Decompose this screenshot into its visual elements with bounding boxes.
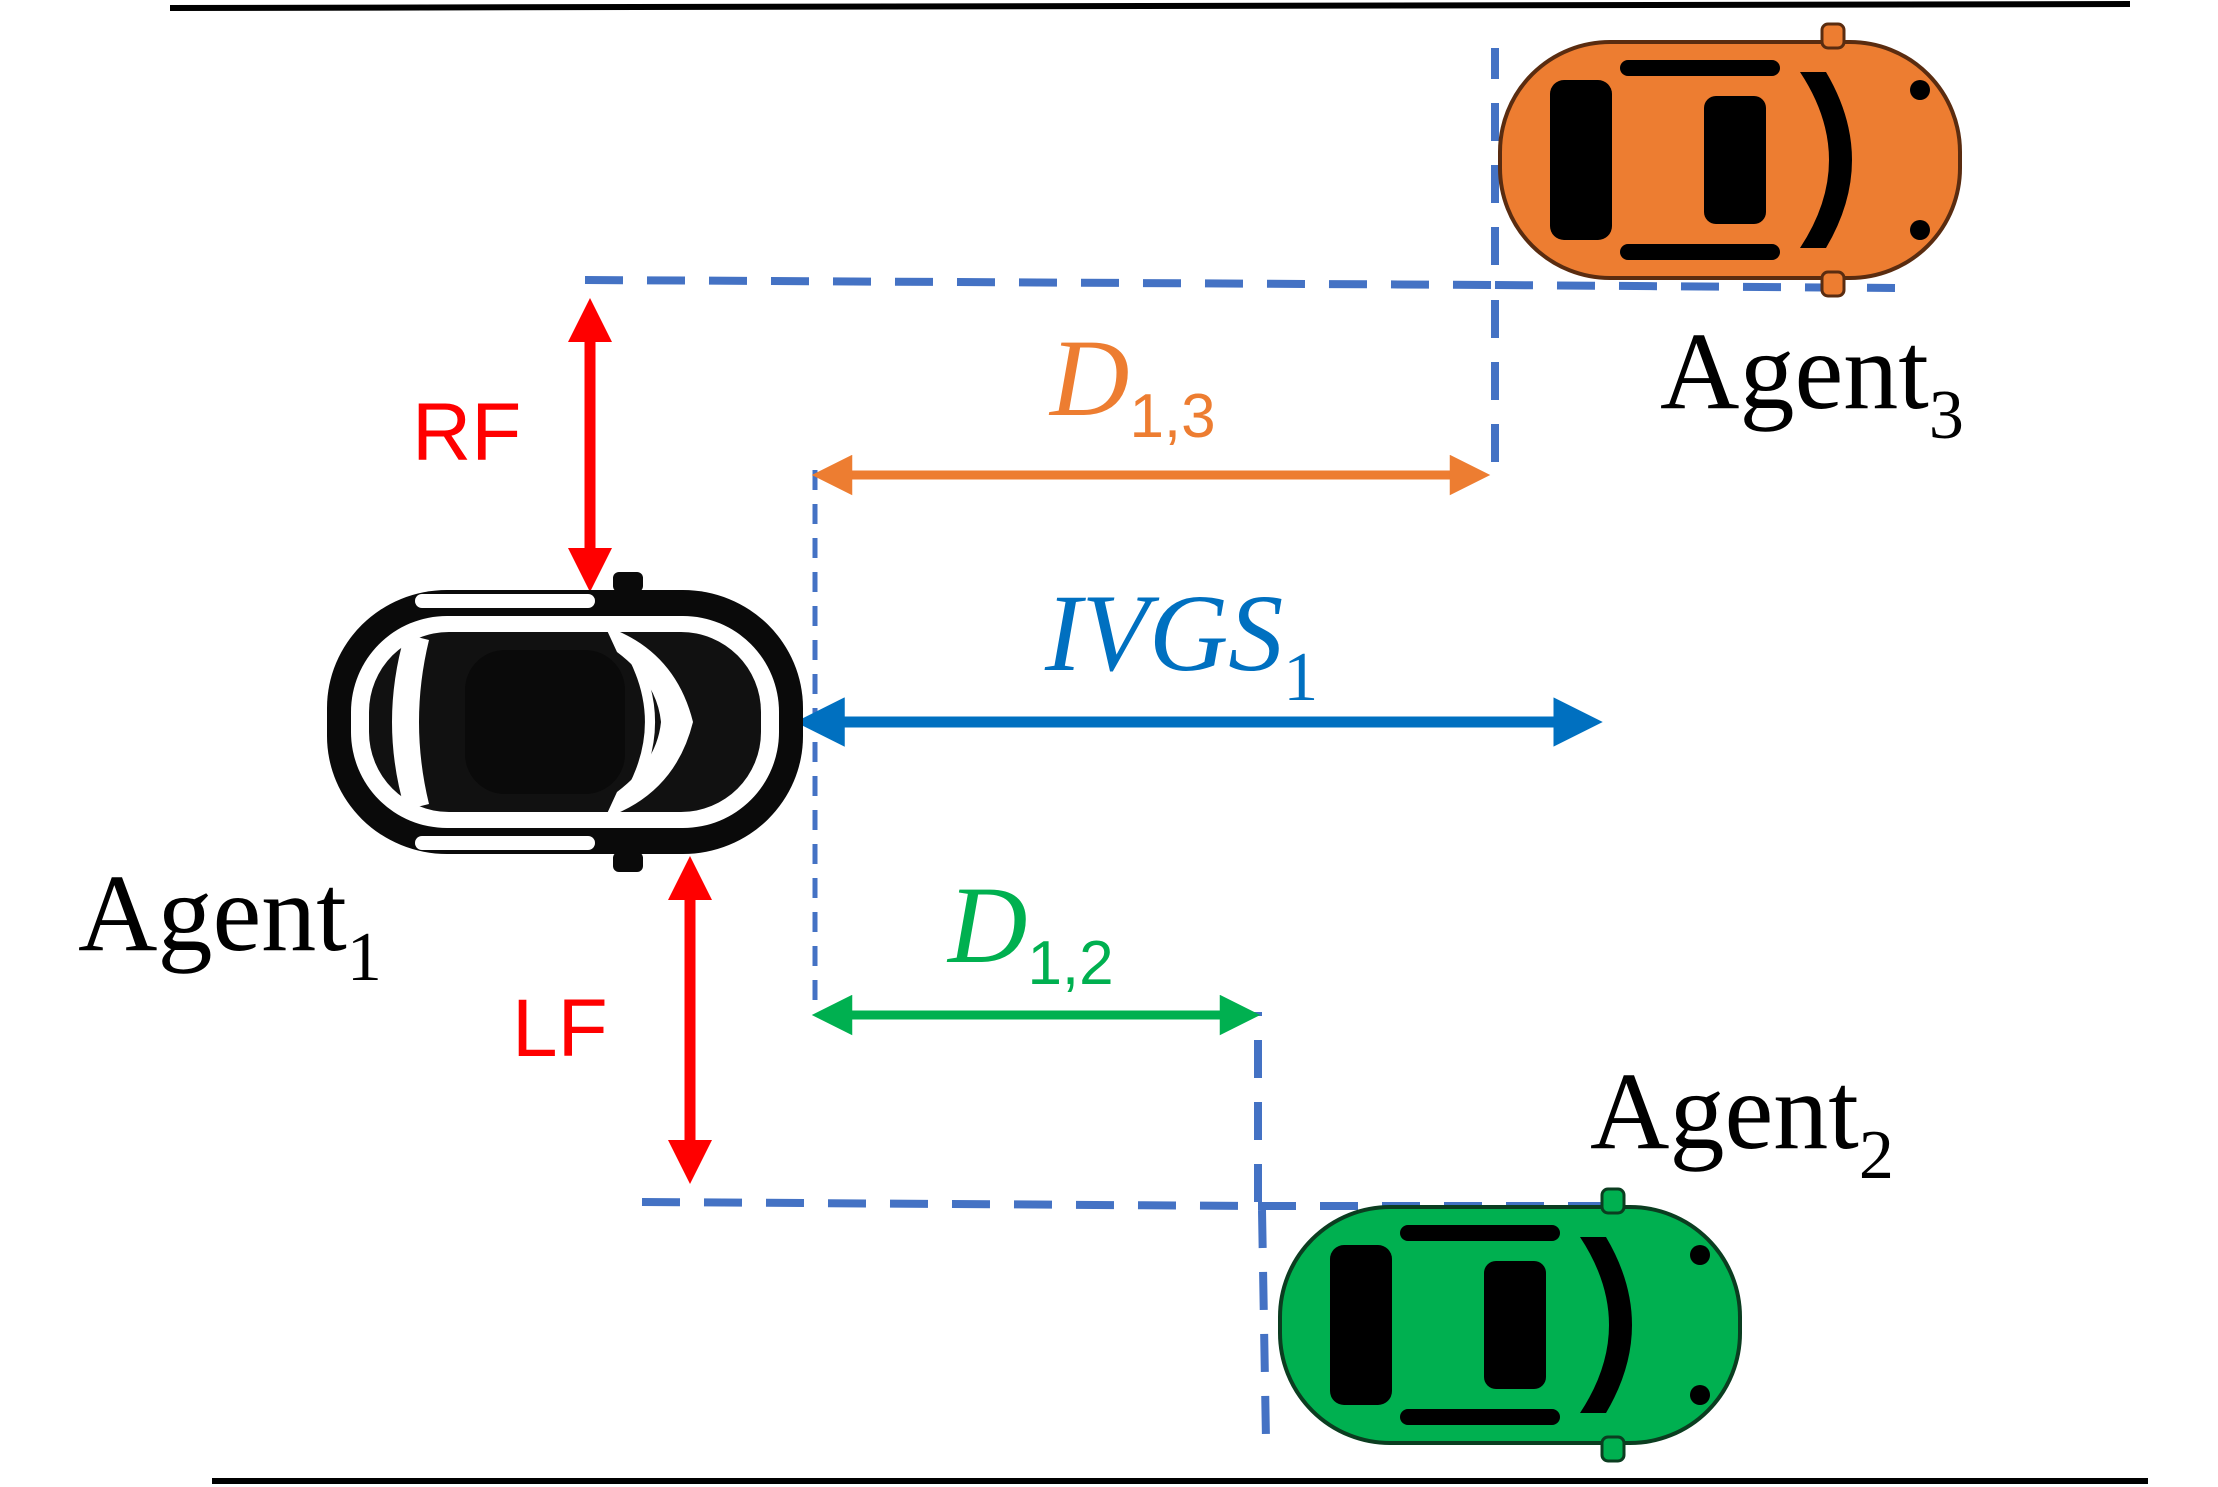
ivgs-label: IVGS1 (1044, 572, 1318, 716)
d12-label: D1,2 (946, 864, 1114, 998)
agent3-label: Agent3 (1660, 310, 1964, 454)
rf-label: RF (412, 387, 521, 478)
agent2-label: Agent2 (1590, 1050, 1894, 1194)
d13-label: D1,3 (1048, 317, 1216, 451)
car-orange-icon (1498, 22, 1962, 298)
car-green-icon (1278, 1187, 1742, 1463)
road-top-line (169, 1, 2131, 11)
lf-label: LF (512, 983, 608, 1074)
agent1-label: Agent1 (78, 852, 382, 996)
car-black-icon (327, 572, 803, 872)
